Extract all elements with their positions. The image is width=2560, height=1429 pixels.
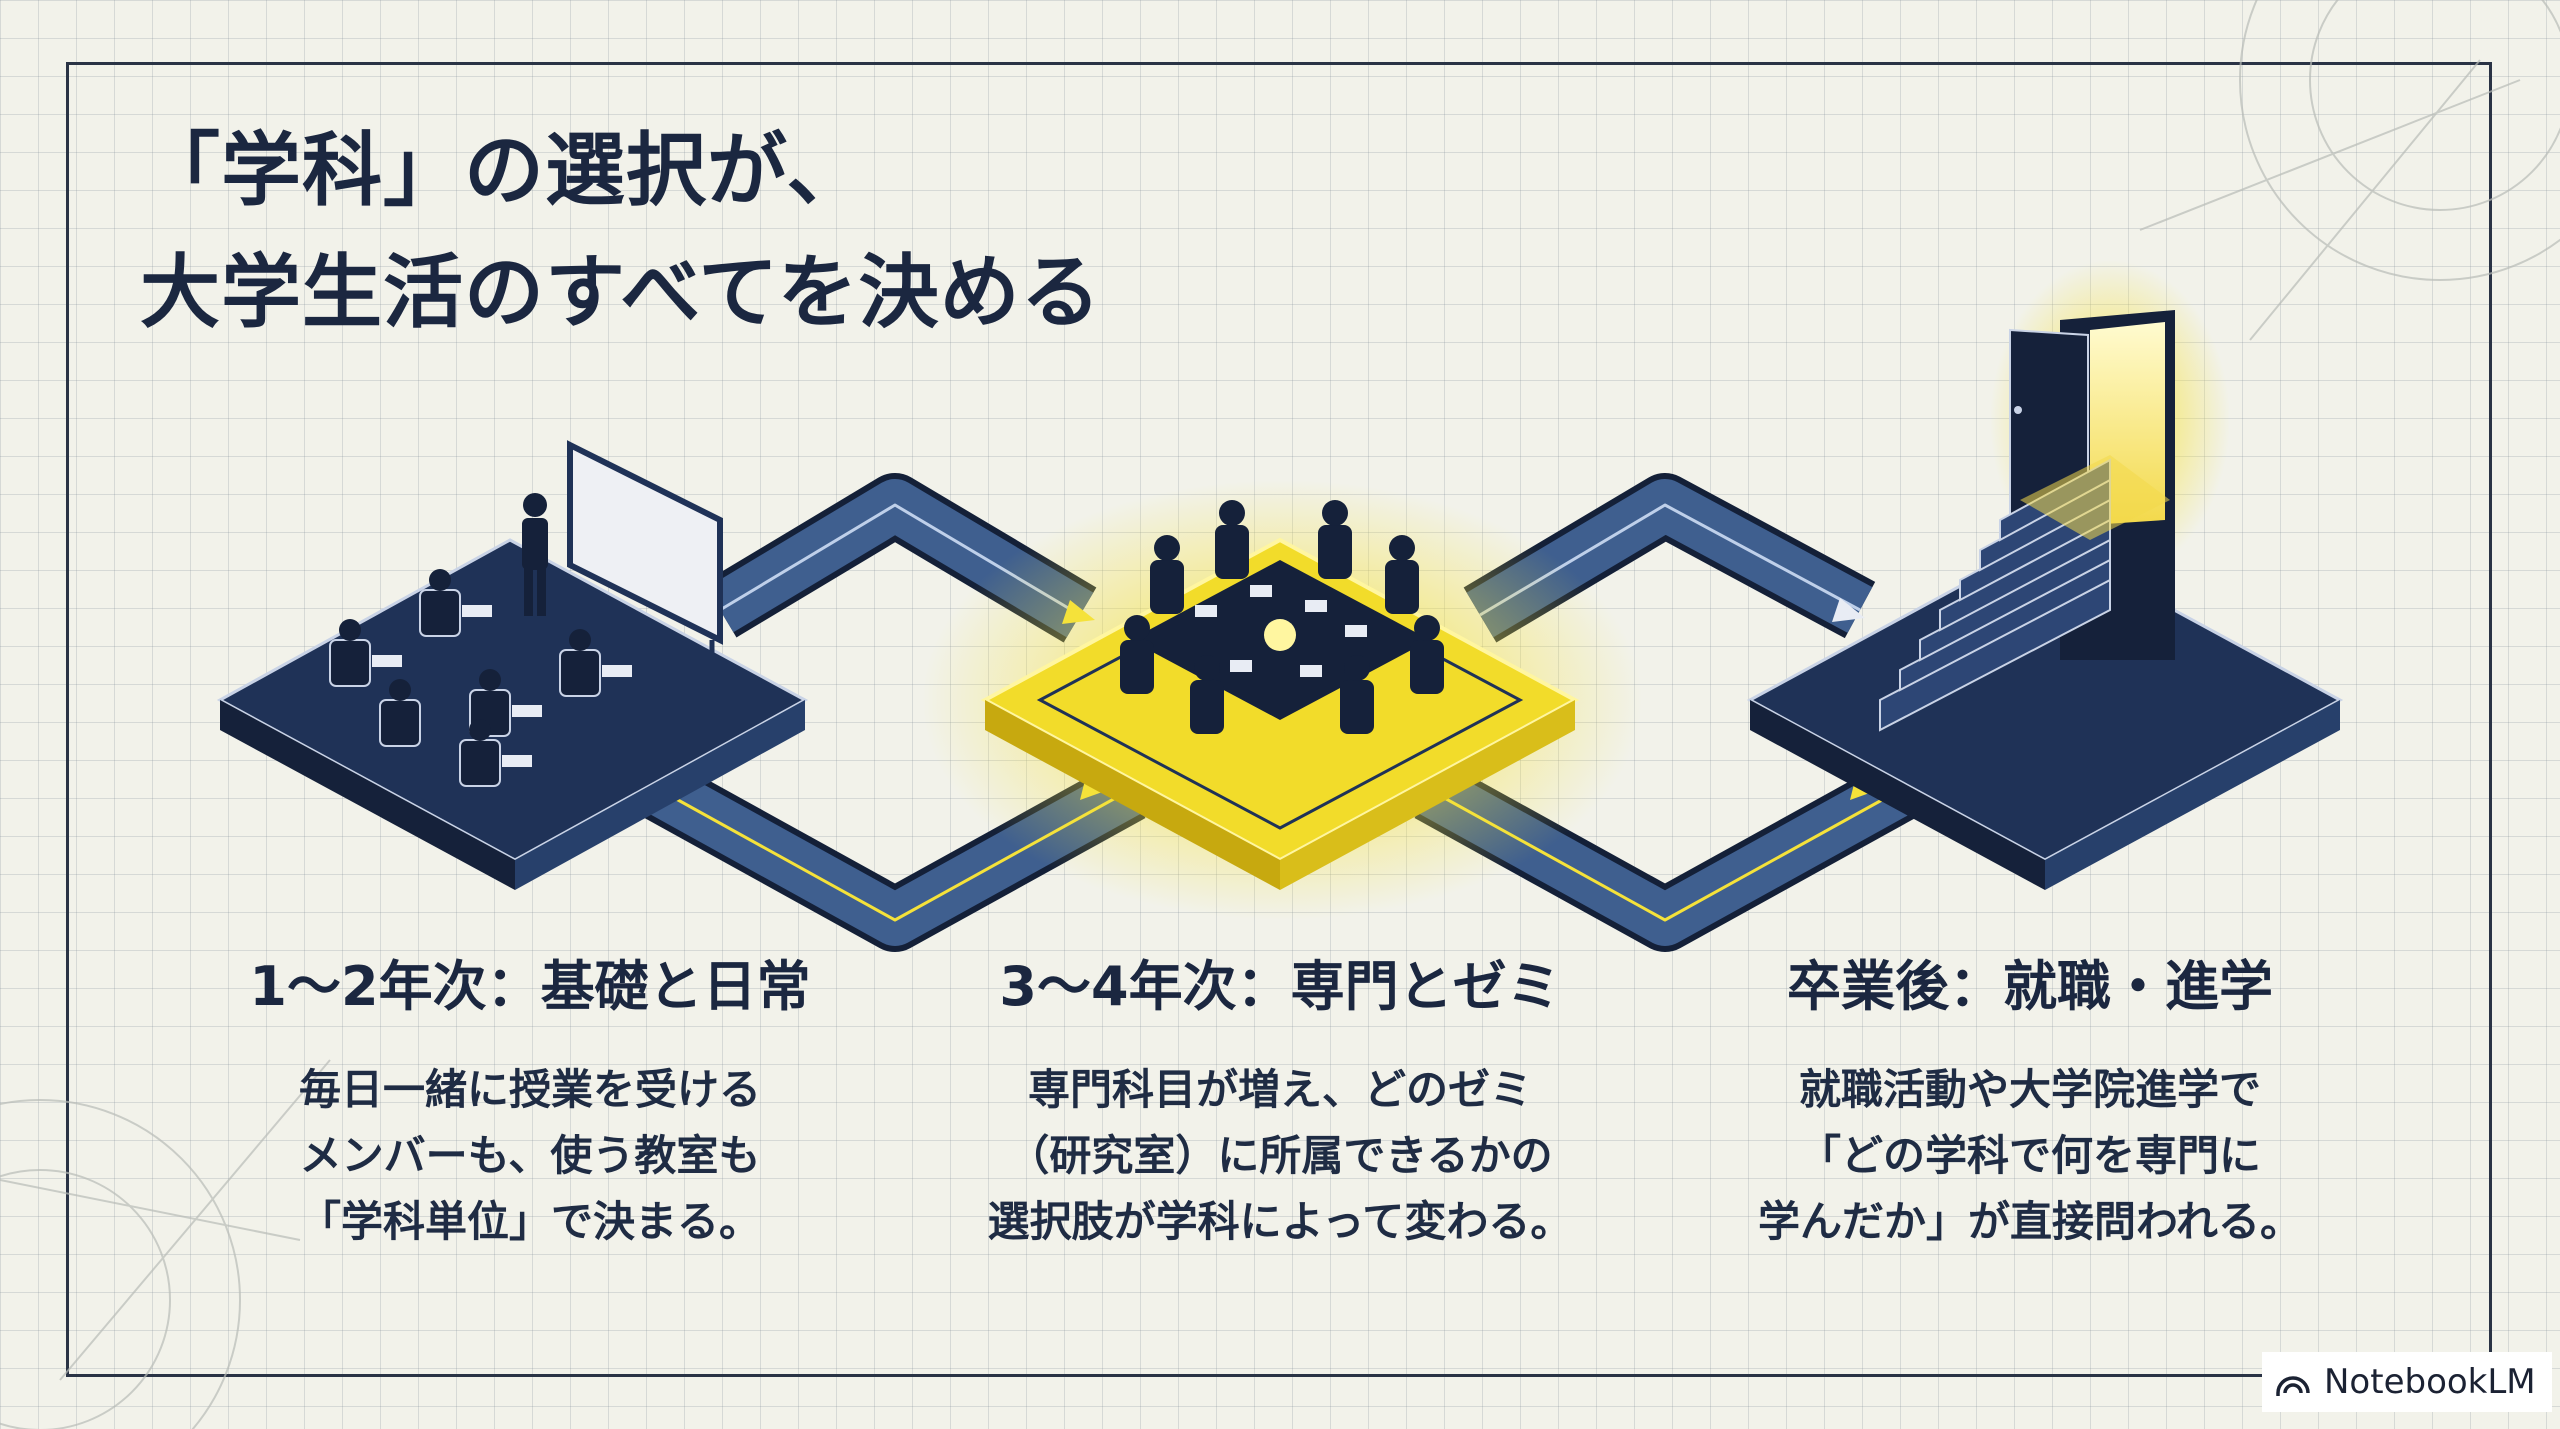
stage-1-title: 1〜2年次：基礎と日常 <box>249 955 811 1018</box>
page-title-line-2: 大学生活のすべてを決める <box>140 246 1102 339</box>
notebooklm-badge[interactable]: NotebookLM <box>2262 1352 2552 1412</box>
seminar-platform <box>922 480 1642 920</box>
brand-name: NotebookLM <box>2324 1362 2536 1402</box>
page-title: 「学科」の選択が、 大学生活のすべてを決める <box>140 110 1102 354</box>
stage-3-title: 卒業後：就職・進学 <box>1787 955 2273 1018</box>
stage-2-card: 3〜4年次：専門とゼミ 専門科目が増え、どのゼミ （研究室）に所属できるかの 選… <box>930 955 1630 1255</box>
page-title-line-1: 「学科」の選択が、 <box>140 124 868 217</box>
stage-2-title: 3〜4年次：専門とゼミ <box>999 955 1561 1018</box>
stage-3-line-1: 就職活動や大学院進学で <box>1798 1065 2261 1114</box>
notebooklm-icon <box>2276 1376 2310 1396</box>
career-platform <box>1746 260 2344 890</box>
stage-2-line-3: 選択肢が学科によって変わる。 <box>987 1197 1573 1246</box>
stage-1-line-2: メンバーも、使う教室も <box>299 1131 761 1180</box>
stage-1-card: 1〜2年次：基礎と日常 毎日一緒に授業を受ける メンバーも、使う教室も 「学科単… <box>180 955 880 1255</box>
stage-3-description: 就職活動や大学院進学で 「どの学科で何を専門に 学んだか」が直接問われる。 <box>1680 1057 2380 1255</box>
stage-2-description: 専門科目が増え、どのゼミ （研究室）に所属できるかの 選択肢が学科によって変わる… <box>930 1057 1630 1255</box>
stage-3-line-2: 「どの学科で何を専門に <box>1798 1131 2261 1180</box>
stage-3-line-3: 学んだか」が直接問われる。 <box>1758 1197 2302 1246</box>
classroom-platform <box>216 440 809 890</box>
stage-1-line-1: 毎日一緒に授業を受ける <box>298 1065 761 1114</box>
stage-1-line-3: 「学科単位」で決まる。 <box>298 1197 761 1246</box>
stage-2-line-2: （研究室）に所属できるかの <box>1007 1131 1553 1180</box>
content-frame <box>66 62 2492 1377</box>
stage-3-card: 卒業後：就職・進学 就職活動や大学院進学で 「どの学科で何を専門に 学んだか」が… <box>1680 955 2380 1255</box>
stage-1-description: 毎日一緒に授業を受ける メンバーも、使う教室も 「学科単位」で決まる。 <box>180 1057 880 1255</box>
stage-2-line-1: 専門科目が増え、どのゼミ <box>1027 1065 1532 1114</box>
